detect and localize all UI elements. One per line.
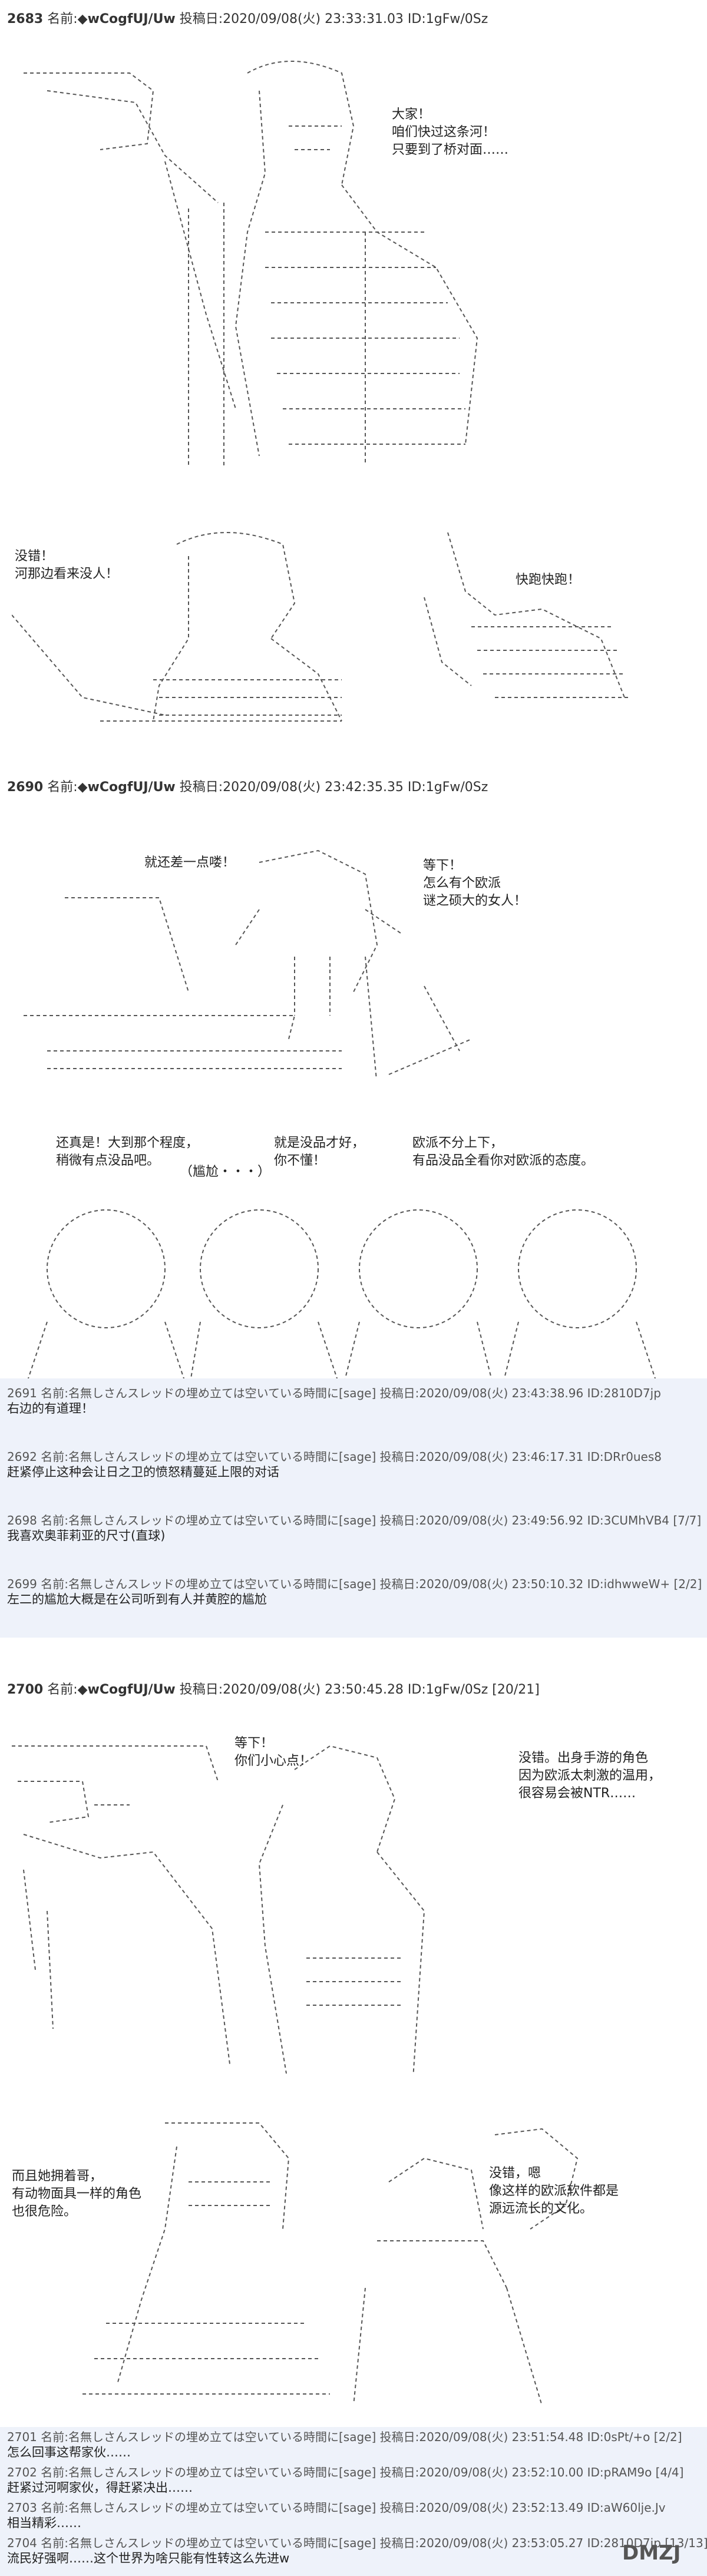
dialog-bubble: 而且她拥着哥， 有动物面具一样的角色 也很危险。 [12, 2169, 142, 2219]
dialog-bubble: （尴尬・・・） [180, 1165, 271, 1179]
reply-text: 怎么回事这帮家伙…… [7, 2445, 131, 2459]
post-date-id: 投稿日:2020/09/08(火) 23:50:45.28 ID:1gFw/0S… [179, 1682, 540, 1697]
post-header-2700: 2700 名前:◆wCogfUJ/Uw 投稿日:2020/09/08(火) 23… [7, 1679, 540, 1698]
ascii-art-figure [27, 1209, 656, 1378]
post-header-2690: 2690 名前:◆wCogfUJ/Uw 投稿日:2020/09/08(火) 23… [7, 776, 488, 795]
dialog-bubble: 等下！ 你们小心点！ [234, 1736, 313, 1768]
ascii-art-figure [24, 61, 478, 465]
reply-text: 右边的有道理！ [7, 1401, 94, 1416]
ascii-art-panel [12, 825, 672, 1078]
poster-trip[interactable]: ◆wCogfUJ/Uw [77, 12, 176, 27]
name-label: 名前: [47, 12, 78, 27]
reply-post: 2701 名前:名無しさんスレッドの埋め立ては空いている時間に[sage] 投稿… [7, 2429, 682, 2460]
reply-meta: 2698 名前:名無しさんスレッドの埋め立ては空いている時間に[sage] 投稿… [7, 1513, 702, 1527]
ascii-art-figure [24, 849, 472, 1078]
dialog-bubble: 没错，嗯 像这样的欧派软件都是 源远流长的文化。 [489, 2166, 619, 2216]
reply-meta: 2702 名前:名無しさんスレッドの埋め立ては空いている時間に[sage] 投稿… [7, 2465, 684, 2479]
dialog-bubble: 没错。出身手游的角色 因为欧派太刺激的温用， 很容易会被NTR…… [518, 1751, 662, 1801]
post-number[interactable]: 2700 [7, 1682, 44, 1697]
watermark-text: DMZJ [622, 2541, 680, 2565]
replies-section [0, 2427, 707, 2576]
ascii-art-panel [12, 2097, 672, 2403]
reply-meta: 2691 名前:名無しさんスレッドの埋め立ては空いている時間に[sage] 投稿… [7, 1386, 661, 1400]
name-label: 名前: [47, 1682, 78, 1697]
reply-text: 赶紧停止这种会让日之卫的愤怒精蔓延上限的对话 [7, 1465, 279, 1479]
ascii-art-panel [12, 41, 518, 465]
dialog-bubble: 就是没品才好， 你不懂！ [274, 1136, 365, 1168]
replies-section [0, 1378, 707, 1638]
post-date-id: 投稿日:2020/09/08(火) 23:42:35.35 ID:1gFw/0S… [179, 780, 488, 795]
reply-text: 相当精彩…… [7, 2516, 81, 2530]
ascii-art-figure [12, 1745, 425, 2074]
reply-text: 我喜欢奥菲莉亚的尺寸(直球) [7, 1529, 166, 1543]
reply-post: 2692 名前:名無しさんスレッドの埋め立ては空いている時間に[sage] 投稿… [7, 1449, 662, 1480]
post-header-2683: 2683 名前:◆wCogfUJ/Uw 投稿日:2020/09/08(火) 23… [7, 8, 488, 27]
reply-post: 2698 名前:名無しさんスレッドの埋め立ては空いている時間に[sage] 投稿… [7, 1513, 701, 1543]
post-number[interactable]: 2683 [7, 12, 44, 27]
dialog-bubble: 就还差一点喽！ [144, 855, 236, 870]
reply-post: 2691 名前:名無しさんスレッドの埋め立ては空いている時間に[sage] 投稿… [7, 1385, 661, 1416]
ascii-art-panel [12, 507, 678, 742]
dialog-bubble: 还真是！大到那个程度， 稍微有点没品吧。 [56, 1136, 199, 1168]
ascii-art-panel [12, 1190, 672, 1378]
site-watermark-logo: DMZJ [620, 2535, 696, 2568]
ascii-art-figure [12, 532, 630, 722]
ascii-art-figure [82, 2122, 579, 2403]
reply-text: 流民好强啊……这个世界为啥只能有性转这么先进w [7, 2551, 290, 2565]
reply-meta: 2703 名前:名無しさんスレッドの埋め立ては空いている時間に[sage] 投稿… [7, 2501, 666, 2515]
reply-post: 2699 名前:名無しさんスレッドの埋め立ては空いている時間に[sage] 投稿… [7, 1576, 702, 1607]
reply-post: 2703 名前:名無しさんスレッドの埋め立ては空いている時間に[sage] 投稿… [7, 2500, 666, 2531]
dialog-bubble: 没错！ 河那边看来没人！ [15, 549, 119, 581]
post-date-id: 投稿日:2020/09/08(火) 23:33:31.03 ID:1gFw/0S… [179, 12, 488, 27]
reply-post: 2702 名前:名無しさんスレッドの埋め立ては空いている時間に[sage] 投稿… [7, 2465, 683, 2495]
name-label: 名前: [47, 780, 78, 795]
reply-meta: 2704 名前:名無しさんスレッドの埋め立ては空いている時間に[sage] 投稿… [7, 2536, 707, 2550]
dialog-bubble: 等下！ 怎么有个欧派 谜之硕大的女人！ [423, 858, 527, 908]
dialog-bubble: 大家！ 咱们快过这条河！ 只要到了桥对面…… [392, 107, 509, 157]
reply-post: 2704 名前:名無しさんスレッドの埋め立ては空いている時間に[sage] 投稿… [7, 2535, 707, 2566]
dialog-bubble: 欧派不分上下， 有品没品全看你对欧派的态度。 [412, 1136, 594, 1168]
ascii-art-panel [12, 1720, 507, 2074]
reply-meta: 2699 名前:名無しさんスレッドの埋め立ては空いている時間に[sage] 投稿… [7, 1577, 702, 1591]
poster-trip[interactable]: ◆wCogfUJ/Uw [77, 780, 176, 795]
post-number[interactable]: 2690 [7, 780, 44, 795]
dialog-bubble: 快跑快跑！ [516, 573, 581, 587]
reply-meta: 2701 名前:名無しさんスレッドの埋め立ては空いている時間に[sage] 投稿… [7, 2430, 682, 2444]
reply-meta: 2692 名前:名無しさんスレッドの埋め立ては空いている時間に[sage] 投稿… [7, 1450, 662, 1464]
reply-text: 赶紧过河啊家伙，得赶紧决出…… [7, 2481, 193, 2495]
reply-text: 左二的尴尬大概是在公司听到有人并黄腔的尴尬 [7, 1592, 267, 1606]
poster-trip[interactable]: ◆wCogfUJ/Uw [77, 1682, 176, 1697]
